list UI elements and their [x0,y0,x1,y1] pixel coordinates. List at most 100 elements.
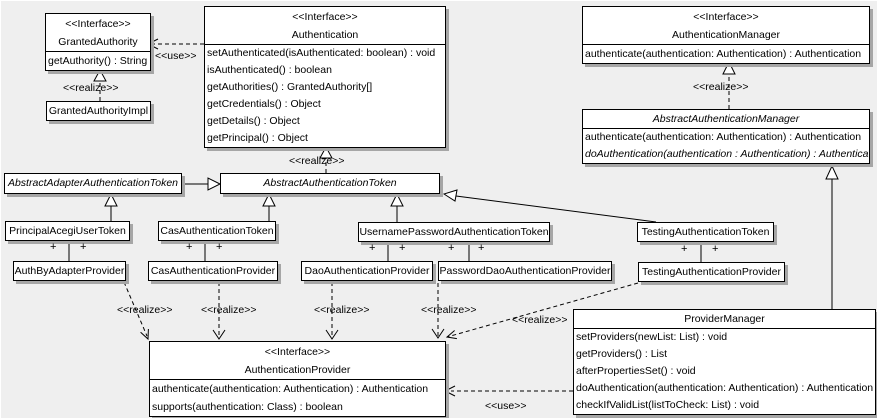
class-name: DaoAuthenticationProvider [304,265,430,277]
methods-compartment: authenticate(authentication: Authenticat… [583,128,869,163]
class-abstract-adapter-authentication-token: AbstractAdapterAuthenticationToken [4,173,182,194]
class-authentication-manager: <<Interface>> AuthenticationManager auth… [582,6,870,64]
realize-label: <<realize>> [201,304,257,316]
class-name: AbstractAdapterAuthenticationToken [7,177,179,189]
edge-generalize-testingauthenticationtoken [455,195,657,223]
realize-label: <<realize>> [421,304,477,316]
class-header: <<Interface>> GrantedAuthority [46,14,150,51]
class-provider-manager: ProviderManager setProviders(newList: Li… [573,309,876,415]
association-end-plus: + [369,242,376,254]
class-testing-authentication-provider: TestingAuthenticationProvider [638,262,785,282]
edge-realize-authbyadapterprovider-authenticationprovider [123,281,148,337]
method-row: setProviders(newList: List) : void [576,331,728,343]
generalization-triangle [93,68,107,82]
realize-label: <<realize>> [512,314,568,326]
method-row: checkIfValidList(listToCheck: List) : vo… [576,399,760,411]
association-end-plus: + [80,241,87,253]
generalization-triangle [390,192,404,207]
class-name: GrantedAuthority [58,36,138,48]
methods-compartment: setAuthenticated(isAuthenticated: boolea… [205,44,445,147]
realize-label: <<realize>> [314,304,370,316]
class-abstract-authentication-token: AbstractAuthenticationToken [220,173,440,194]
generalization-triangle [825,164,839,180]
class-cas-authentication-provider: CasAuthenticationProvider [148,261,278,281]
class-name: AuthenticationProvider [244,364,351,376]
method-row: doAuthentication(authentication : Authen… [585,148,869,160]
use-label: <<use>> [155,50,197,62]
use-label: <<use>> [485,400,527,412]
generalization-triangle [722,60,736,75]
class-name: TestingAuthenticationToken [641,226,770,238]
class-name: AbstractAuthenticationToken [263,177,397,189]
association-end-plus: + [712,243,719,255]
class-name: UsernamePasswordAuthenticationToken [359,226,549,238]
realize-label: <<realize>> [693,81,749,93]
method-row: authenticate(authentication: Authenticat… [585,131,862,143]
class-granted-authority-impl: GrantedAuthorityImpl [46,101,151,121]
method-row: getProviders() : List [576,348,668,360]
association-end-plus: + [448,242,455,254]
class-name: CasAuthenticationProvider [150,265,276,277]
realize-label: <<realize>> [117,304,173,316]
class-granted-authority: <<Interface>> GrantedAuthority getAuthor… [45,13,151,71]
method-row: authenticate(authentication: Authenticat… [152,383,429,395]
generalization-triangle [262,192,276,207]
class-header: <<Interface>> AuthenticationProvider [150,342,445,379]
class-name: AbstractAuthenticationManager [652,113,800,125]
method-row: doAuthentication(authentication: Authent… [576,382,874,394]
class-name: Authentication [291,29,359,41]
class-header: <<Interface>> Authentication [205,7,445,44]
association-end-plus: + [216,241,223,253]
method-row: supports(authentication: Class) : boolea… [152,401,343,413]
realize-label: <<realize>> [289,155,345,167]
realize-arrowhead [431,328,445,339]
association-end-plus: + [681,243,688,255]
class-name: AuthenticationManager [672,29,780,41]
class-password-dao-authentication-provider: PasswordDaoAuthenticationProvider [438,261,612,281]
association-end-plus: + [50,241,57,253]
method-row: getPrincipal() : Object [207,132,308,144]
class-testing-authentication-token: TestingAuthenticationToken [637,222,774,242]
generalization-triangle [207,177,222,191]
realize-arrowhead [140,328,149,341]
class-header: <<Interface>> AuthenticationManager [583,7,869,44]
class-name: AuthByAdapterProvider [14,265,125,277]
class-name: ProviderManager [684,313,765,325]
class-username-password-authentication-token: UsernamePasswordAuthenticationToken [358,222,550,242]
method-row: setAuthenticated(isAuthenticated: boolea… [207,47,436,59]
generalization-triangle [319,145,333,159]
class-authentication: <<Interface>> Authentication setAuthenti… [204,6,446,148]
method-row: afterPropertiesSet() : void [576,365,696,377]
class-dao-authentication-provider: DaoAuthenticationProvider [301,261,433,281]
edge-realize-testingauthenticationprovider-authenticationprovider [446,282,639,338]
generalization-triangle [104,192,118,207]
methods-compartment: getAuthority() : String [46,51,150,70]
stereotype-label: <<Interface>> [65,18,131,30]
realize-arrowhead [212,329,226,340]
class-name: PasswordDaoAuthenticationProvider [439,265,611,277]
association-end-plus: + [186,241,193,253]
method-row: getAuthorities() : GrantedAuthority[] [207,81,373,93]
class-authentication-provider: <<Interface>> AuthenticationProvider aut… [149,341,446,417]
realize-arrowhead [325,329,339,340]
stereotype-label: <<Interface>> [292,11,358,23]
association-end-plus: + [478,242,485,254]
method-row: getCredentials() : Object [207,98,321,110]
realize-arrowhead [445,330,457,340]
method-row: authenticate(authentication: Authenticat… [585,48,862,60]
class-name: GrantedAuthorityImpl [48,105,149,117]
class-name: PrincipalAcegiUserToken [9,225,126,237]
methods-compartment: authenticate(authentication: Authenticat… [583,44,869,63]
class-abstract-authentication-manager: AbstractAuthenticationManager authentica… [582,109,870,164]
generalization-triangle [442,189,458,202]
class-cas-authentication-token: CasAuthenticationToken [158,221,276,241]
stereotype-label: <<Interface>> [264,346,331,358]
method-row: isAuthenticated() : boolean [207,64,332,76]
methods-compartment: authenticate(authentication: Authenticat… [150,379,445,416]
class-name: TestingAuthenticationProvider [642,266,781,278]
methods-compartment: setProviders(newList: List) : void getPr… [574,328,875,414]
method-row: getDetails() : Object [207,115,300,127]
method-row: getAuthority() : String [48,55,148,67]
